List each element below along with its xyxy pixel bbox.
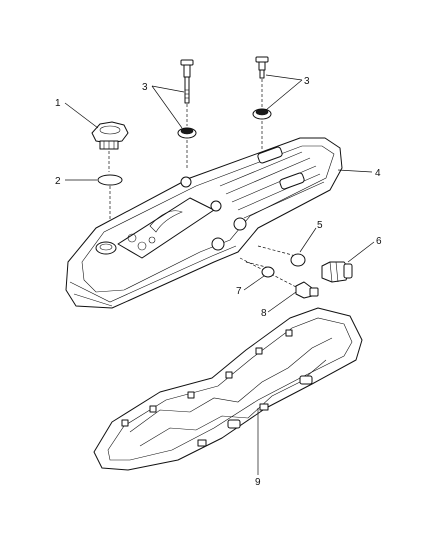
grommet-right [252, 108, 272, 120]
callout-8: 8 [261, 308, 267, 319]
leader-3a-grommet [151, 85, 183, 129]
callout-7: 7 [236, 286, 242, 297]
fitting-o-ring-5 [290, 253, 306, 267]
valve-cover-gasket [93, 307, 363, 471]
callout-1: 1 [55, 98, 61, 109]
cap-o-ring [97, 174, 123, 186]
callout-6: 6 [376, 236, 382, 247]
fitting5-axis [257, 245, 297, 257]
grommet-left [177, 127, 197, 139]
callout-2: 2 [55, 176, 61, 187]
callout-4: 4 [375, 168, 381, 179]
bolt-right [255, 56, 269, 79]
leader-4 [337, 169, 373, 173]
small-fitting [295, 281, 319, 299]
fitting8-axis [239, 257, 303, 291]
callout-5: 5 [317, 220, 323, 231]
leader-6 [347, 241, 375, 263]
leader-3b-grommet [265, 79, 303, 111]
breather-fitting [321, 261, 353, 283]
oil-filler-cap [91, 121, 129, 150]
bolt-left [180, 59, 194, 104]
leader-1 [64, 102, 99, 129]
leader-3b-bolt [265, 74, 303, 81]
leader-8 [267, 291, 297, 313]
callout-3-right: 3 [304, 76, 310, 87]
leader-3a-bolt [151, 85, 185, 93]
leader-5 [299, 227, 317, 253]
valve-cover [65, 137, 343, 309]
leader-7 [243, 275, 265, 291]
callout-9: 9 [255, 477, 261, 488]
callout-3-left: 3 [142, 82, 148, 93]
fitting-o-ring-7 [261, 266, 275, 278]
